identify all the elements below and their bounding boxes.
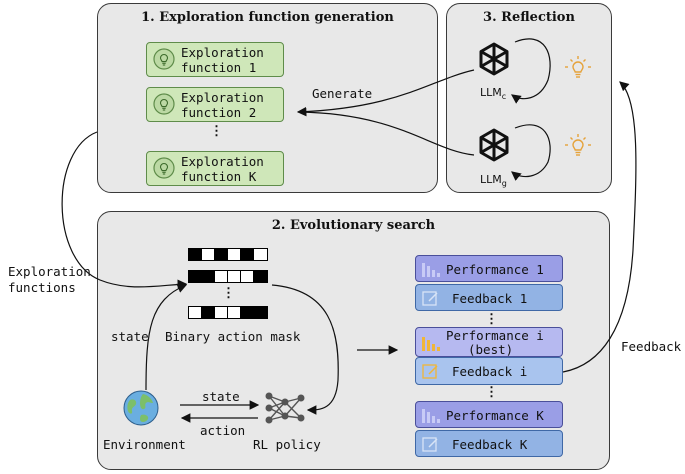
bar-chart-icon	[422, 263, 440, 277]
function-ellipsis: ⋮	[210, 124, 223, 139]
state-label-up: state	[111, 329, 149, 344]
feedback-k-box: Feedback K	[415, 430, 563, 457]
action-mask-row-3	[188, 306, 268, 319]
results-ellipsis-1: ⋮	[485, 312, 498, 327]
llm-g-subscript: g	[501, 179, 507, 189]
exploration-functions-line2: functions	[8, 280, 76, 295]
function-k-line1: Exploration	[181, 154, 264, 169]
environment-label: Environment	[103, 437, 186, 452]
search-panel-title: 2. Evolutionary search	[271, 218, 436, 233]
action-label: action	[200, 423, 246, 438]
feedback-1-box: Feedback 1	[415, 284, 563, 311]
neural-network-icon	[265, 392, 305, 424]
bar-chart-icon	[422, 337, 440, 351]
lightbulb-icon	[153, 93, 175, 115]
openai-logo-icon	[479, 42, 509, 76]
exploration-functions-label: Exploration functions	[8, 264, 91, 296]
llm-g-label: LLMg	[480, 173, 507, 188]
lightbulb-icon	[153, 157, 175, 179]
performance-1-text: Performance 1	[446, 262, 544, 277]
idea-bulb-icon	[565, 134, 591, 156]
llm-c-to-generate-arrow	[296, 69, 475, 117]
llm-c-loop	[511, 38, 551, 104]
action-mask-row-2	[188, 270, 268, 283]
feedback-k-text: Feedback K	[452, 437, 528, 452]
feedback-i-text: Feedback i	[452, 364, 528, 379]
reflection-panel-title: 3. Reflection	[483, 10, 575, 25]
llm-c-subscript: c	[501, 92, 507, 102]
feedback-i-box: Feedback i	[415, 357, 563, 385]
function-2-line1: Exploration	[181, 90, 264, 105]
document-edit-icon	[422, 437, 438, 452]
llm-g-loop	[511, 124, 551, 181]
function-k-line2: function K	[181, 169, 257, 184]
results-ellipsis-2: ⋮	[485, 385, 498, 400]
feedback-1-text: Feedback 1	[452, 291, 528, 306]
feedback-to-reflection-arrow	[562, 81, 637, 373]
state-label-mid: state	[202, 389, 240, 404]
llm-g-to-generate-arrow	[299, 111, 475, 156]
llm-c-text: LLM	[480, 86, 502, 99]
performance-i-box: Performance i (best)	[415, 327, 563, 357]
performance-k-box: Performance K	[415, 401, 563, 428]
function-2-line2: function 2	[181, 105, 257, 120]
performance-k-text: Performance K	[446, 408, 544, 423]
performance-i-text: Performance i	[446, 328, 544, 343]
lightbulb-icon	[153, 48, 175, 70]
bar-chart-icon	[422, 409, 440, 423]
document-edit-icon	[422, 291, 438, 306]
generate-label: Generate	[312, 86, 373, 101]
performance-1-box: Performance 1	[415, 255, 563, 282]
mask-ellipsis: ⋮	[222, 286, 235, 301]
function-1-line1: Exploration	[181, 45, 264, 60]
rl-policy-label: RL policy	[253, 437, 321, 452]
binary-action-mask-label: Binary action mask	[165, 329, 301, 344]
document-edit-icon	[422, 364, 438, 379]
performance-i-best: (best)	[468, 342, 514, 357]
idea-bulb-icon	[565, 56, 591, 78]
feedback-side-label: Feedback	[621, 339, 682, 354]
generation-panel-title: 1. Exploration function generation	[141, 10, 394, 25]
globe-icon	[123, 390, 159, 426]
action-mask-row-1	[188, 248, 268, 261]
state-to-mask-arrow	[145, 283, 188, 391]
llm-g-text: LLM	[480, 173, 502, 186]
reflection-panel: 3. Reflection	[446, 3, 612, 193]
llm-c-label: LLMc	[480, 86, 506, 101]
functions-to-mask-arrow	[61, 131, 188, 290]
exploration-functions-line1: Exploration	[8, 264, 91, 279]
openai-logo-icon	[479, 128, 509, 162]
function-1-line2: function 1	[181, 60, 257, 75]
mask-to-policy-arrow	[271, 284, 339, 415]
